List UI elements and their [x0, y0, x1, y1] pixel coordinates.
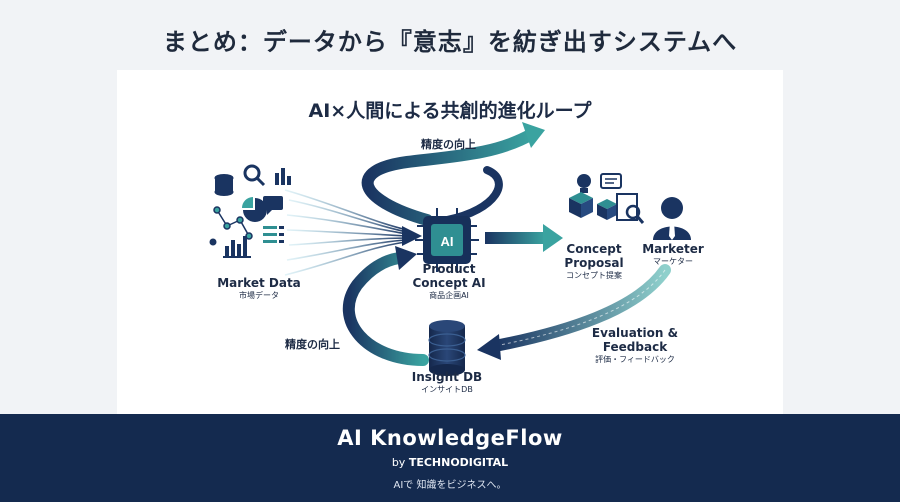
footer: AI KnowledgeFlow by TECHNODIGITAL AIで 知識… [0, 414, 900, 502]
arrow-feedback-to-db [477, 264, 671, 360]
evaluation-label: Evaluation & Feedback [591, 326, 679, 354]
node-product-concept-ai: Product Concept AI 商品企画AI [389, 262, 509, 302]
concept-sublabel: コンセプト提案 [566, 271, 622, 280]
concept-label: Concept Proposal [564, 242, 624, 270]
brand-name: AI KnowledgeFlow [337, 426, 563, 450]
page-title: まとめ：データから『意志』を紡ぎ出すシステムへ [162, 28, 738, 56]
list-icon [263, 226, 284, 243]
box-small-icon [597, 199, 617, 220]
node-concept-proposal: Concept Proposal コンセプト提案 [549, 242, 639, 282]
byline-prefix: by [391, 456, 406, 469]
stream-arrowhead [402, 226, 422, 246]
node-insight-db: Insight DB インサイトDB [387, 370, 507, 396]
node-market-data: Market Data 市場データ [199, 276, 319, 302]
flow-diagram: AI [209, 122, 691, 376]
marketer-person-icon [653, 197, 691, 240]
network-icon [213, 206, 253, 240]
bar-chart-icon [275, 168, 291, 185]
chat-icon [263, 196, 283, 215]
marketer-label: Marketer [642, 242, 704, 256]
bar-chart-small-icon [223, 236, 251, 258]
chat-bubble-icon [600, 173, 622, 189]
arrow-ai-to-concept [485, 224, 563, 252]
database-icon [214, 174, 234, 196]
node-marketer: Marketer マーケター [633, 242, 713, 268]
ai-chip-icon: AI [415, 208, 479, 272]
market-data-sublabel: 市場データ [239, 291, 279, 300]
search-icon [243, 164, 266, 187]
tagline: AIで 知識をビジネスへ。 [393, 480, 507, 491]
concept-icons [569, 173, 645, 224]
market-data-icons [209, 164, 291, 258]
document-search-icon [616, 193, 645, 224]
marketer-sublabel: マーケター [653, 257, 693, 266]
insight-db-label: Insight DB [411, 370, 483, 384]
arrow-db-to-ai [342, 246, 429, 366]
chip-text: AI [441, 234, 454, 249]
diagram-card: AI×人間による共創的進化ループ [117, 70, 783, 414]
accuracy-label-left: 精度の向上 [285, 338, 340, 351]
market-data-label: Market Data [217, 276, 301, 290]
byline: by TECHNODIGITAL [0, 456, 900, 469]
data-stream [284, 189, 408, 276]
company-name: TECHNODIGITAL [408, 456, 509, 469]
node-evaluation-feedback: Evaluation & Feedback 評価・フィードバック [575, 326, 695, 366]
insight-db-sublabel: インサイトDB [421, 385, 473, 394]
pie-chart-icon [242, 197, 267, 222]
diagram-title: AI×人間による共創的進化ループ [308, 100, 592, 122]
insight-db-icon [428, 320, 466, 376]
lightbulb-icon [577, 174, 591, 193]
evaluation-sublabel: 評価・フィードバック [595, 355, 675, 364]
accuracy-label-top: 精度の向上 [421, 138, 476, 151]
product-ai-label: Product Concept AI [412, 262, 486, 290]
box-icon [569, 192, 593, 218]
product-ai-sublabel: 商品企画AI [429, 291, 469, 300]
dot-icon [209, 238, 217, 246]
